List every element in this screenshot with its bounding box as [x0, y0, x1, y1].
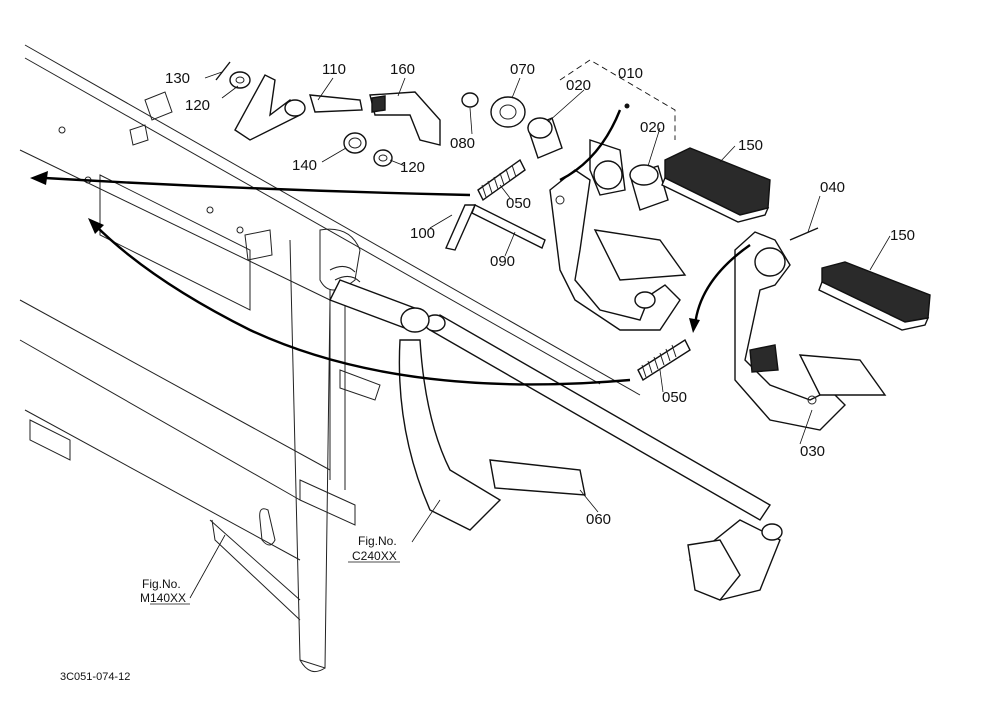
part-label-080: 080 — [450, 135, 475, 152]
part-label-150: 150 — [738, 137, 763, 154]
fig-ref-m140-line2: M140XX — [140, 591, 186, 605]
part-label-090: 090 — [490, 253, 515, 270]
part-label-120: 120 — [185, 97, 210, 114]
part-labels: 130 120 110 160 140 120 080 070 020 010 … — [165, 61, 915, 528]
part-label-150: 150 — [890, 227, 915, 244]
drawing-code: 3C051-074-12 — [60, 671, 130, 683]
fig-ref-m140-line1: Fig.No. — [142, 577, 181, 591]
part-label-100: 100 — [410, 225, 435, 242]
part-label-050: 050 — [662, 389, 687, 406]
part-label-120: 120 — [400, 159, 425, 176]
part-label-030: 030 — [800, 443, 825, 460]
part-label-020: 020 — [640, 119, 665, 136]
pedal-030 — [734, 227, 887, 431]
fig-ref-c240-line2: C240XX — [352, 549, 397, 563]
pedal-shaft-060 — [329, 279, 783, 601]
part-label-020: 020 — [566, 77, 591, 94]
part-label-130: 130 — [165, 70, 190, 87]
part-label-040: 040 — [820, 179, 845, 196]
part-label-160: 160 — [390, 61, 415, 78]
part-label-140: 140 — [292, 157, 317, 174]
fig-ref-c240-line1: Fig.No. — [358, 534, 397, 548]
assembly-arrows — [30, 109, 751, 386]
frame-chassis — [19, 44, 641, 673]
part-label-110: 110 — [322, 61, 346, 78]
part-label-010: 010 — [618, 65, 643, 82]
leader-lines — [150, 71, 891, 605]
pedal-pads-150 — [661, 147, 931, 331]
linkage-parts — [215, 61, 526, 167]
part-label-050: 050 — [506, 195, 531, 212]
part-label-070: 070 — [510, 61, 535, 78]
pedal-bracket-010 — [527, 59, 687, 331]
springs-and-pins — [445, 158, 691, 382]
part-label-060: 060 — [586, 511, 611, 528]
figure-references: Fig.No. C240XX Fig.No. M140XX — [140, 534, 397, 605]
